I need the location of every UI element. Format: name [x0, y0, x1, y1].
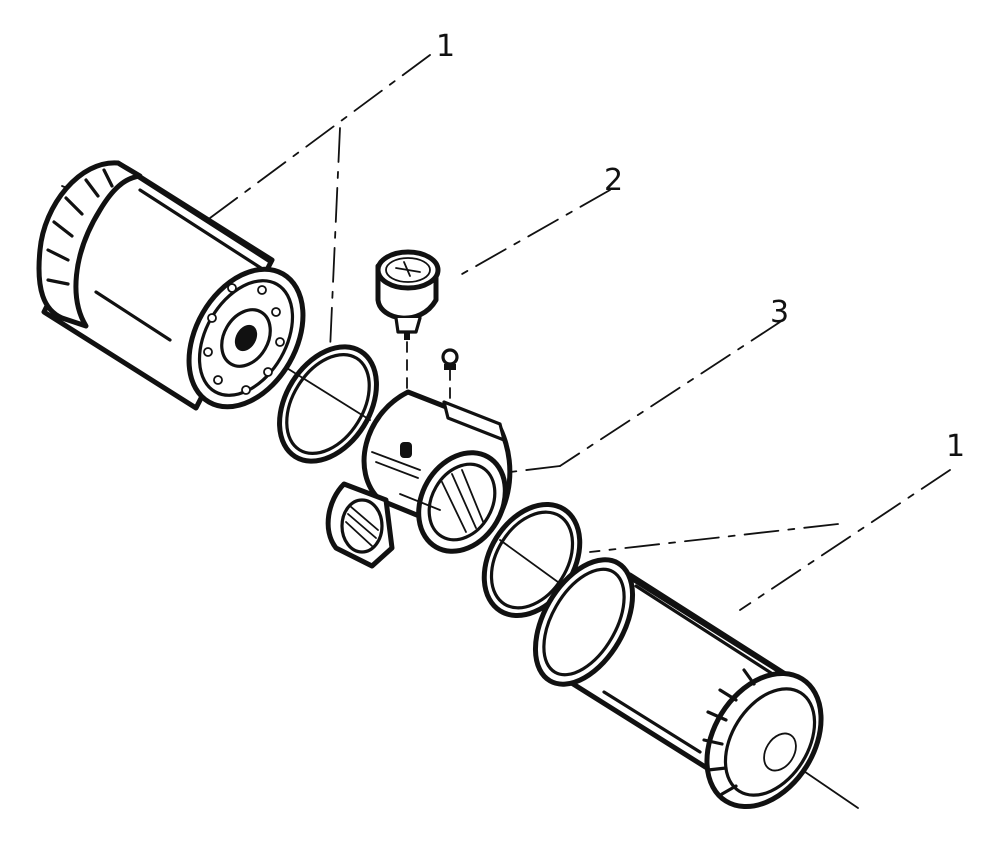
leader-lines: [209, 54, 951, 611]
pressure-gauge: [375, 249, 441, 340]
o-ring-seal-top: [277, 344, 379, 464]
callout-filter-bottom: 1: [946, 429, 966, 464]
blanking-plug: [441, 348, 459, 370]
filter-cartridge-bottom: [532, 557, 824, 810]
filter-cartridge-top: [36, 160, 306, 411]
filter-head: [325, 389, 513, 569]
callout-gauge: 2: [604, 163, 624, 198]
callout-filter-top: 1: [436, 29, 456, 64]
callout-head: 3: [770, 295, 790, 330]
